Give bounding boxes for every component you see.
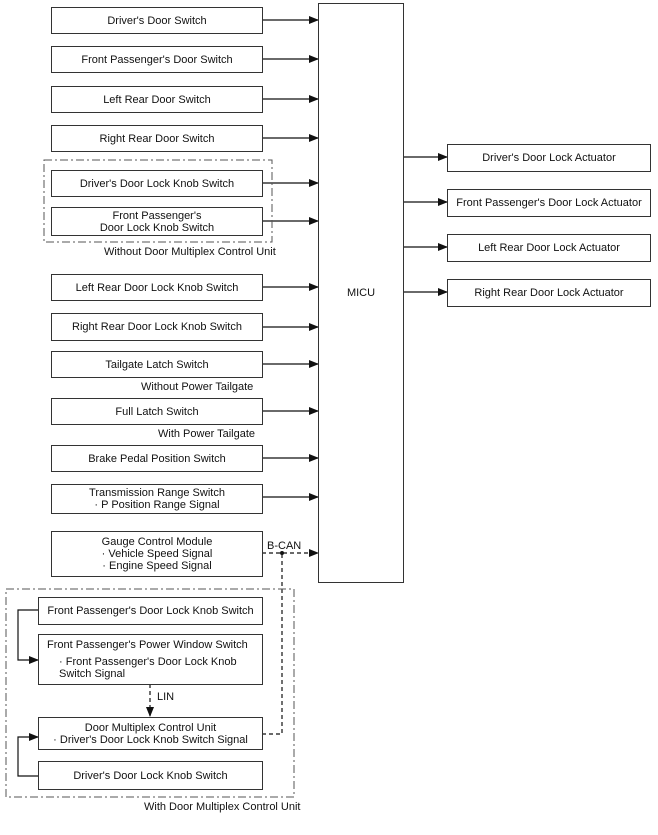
fp-door-lock-knob-switch-label: Front Passenger's Door Lock Knob Switch — [47, 605, 254, 617]
micu-box: MICU — [318, 3, 404, 583]
mx-drivers-door-lock-knob-switch-label: Driver's Door Lock Knob Switch — [73, 769, 228, 782]
group-label-without-power-tailgate: Without Power Tailgate — [141, 381, 254, 393]
front-passengers-door-lock-knob-switch-label-1: Front Passenger's — [112, 209, 202, 222]
fp-power-window-switch-item-1: · Front Passenger's Door Lock Knob — [59, 656, 237, 668]
group-label-with-multiplex: With Door Multiplex Control Unit — [144, 801, 301, 813]
right-rear-door-switch-box: Right Rear Door Switch — [51, 125, 263, 152]
fp-power-window-switch-box: Front Passenger's Power Window Switch · … — [38, 634, 263, 685]
door-multiplex-control-unit-box: Door Multiplex Control Unit · Driver's D… — [38, 717, 263, 750]
gauge-control-module-item-2: · Engine Speed Signal — [102, 560, 212, 572]
transmission-range-switch-item: · P Position Range Signal — [94, 499, 220, 511]
group-label-without-multiplex: Without Door Multiplex Control Unit — [104, 246, 276, 258]
front-passengers-door-lock-actuator-box: Front Passenger's Door Lock Actuator — [447, 189, 651, 217]
bcan-junction — [280, 551, 284, 555]
front-passengers-door-lock-knob-switch-label-2: Door Lock Knob Switch — [99, 221, 215, 234]
right-rear-door-lock-knob-switch-label: Right Rear Door Lock Knob Switch — [72, 321, 242, 333]
left-rear-door-lock-actuator-label: Left Rear Door Lock Actuator — [478, 242, 620, 254]
bcan-link-door-multiplex — [262, 553, 283, 735]
fp-door-lock-knob-switch-box: Front Passenger's Door Lock Knob Switch — [38, 597, 263, 625]
brake-pedal-position-switch-label: Brake Pedal Position Switch — [88, 452, 226, 465]
gauge-control-module-box: Gauge Control Module · Vehicle Speed Sig… — [51, 531, 263, 577]
drivers-door-switch-box: Driver's Door Switch — [51, 7, 263, 34]
brake-pedal-position-switch-box: Brake Pedal Position Switch — [51, 445, 263, 472]
gauge-control-module-title: Gauge Control Module — [101, 536, 213, 548]
door-multiplex-control-unit-title: Door Multiplex Control Unit — [84, 721, 217, 734]
drivers-door-lock-knob-switch-label: Driver's Door Lock Knob Switch — [79, 177, 235, 190]
group-label-with-power-tailgate: With Power Tailgate — [158, 428, 256, 440]
tailgate-latch-switch-box: Tailgate Latch Switch — [51, 351, 263, 378]
tailgate-latch-switch-label: Tailgate Latch Switch — [105, 358, 209, 371]
door-multiplex-control-unit-item: · Driver's Door Lock Knob Switch Signal — [53, 733, 248, 746]
full-latch-switch-box: Full Latch Switch — [51, 398, 263, 425]
micu-label: MICU — [346, 287, 376, 299]
fp-power-window-switch-item-2: Switch Signal — [59, 668, 126, 680]
right-rear-door-lock-actuator-box: Right Rear Door Lock Actuator — [447, 279, 651, 307]
full-latch-switch-label: Full Latch Switch — [115, 405, 199, 418]
transmission-range-switch-box: Transmission Range Switch · P Position R… — [51, 484, 263, 514]
left-rear-door-lock-actuator-box: Left Rear Door Lock Actuator — [447, 234, 651, 262]
mx-drivers-door-lock-knob-switch-box: Driver's Door Lock Knob Switch — [38, 761, 263, 790]
transmission-range-switch-title: Transmission Range Switch — [89, 487, 225, 499]
drivers-door-lock-actuator-label: Driver's Door Lock Actuator — [482, 152, 616, 164]
left-rear-door-switch-box: Left Rear Door Switch — [51, 86, 263, 113]
right-rear-door-lock-actuator-label: Right Rear Door Lock Actuator — [474, 287, 624, 299]
group-outline-without-multiplex — [43, 159, 273, 243]
gauge-control-module-item-1: · Vehicle Speed Signal — [101, 548, 213, 560]
front-passengers-door-lock-knob-switch-box: Front Passenger's Door Lock Knob Switch — [51, 207, 263, 236]
right-rear-door-switch-label: Right Rear Door Switch — [99, 132, 215, 145]
right-rear-door-lock-knob-switch-box: Right Rear Door Lock Knob Switch — [51, 313, 263, 341]
group-outline-with-multiplex — [5, 588, 295, 798]
front-passengers-door-switch-box: Front Passenger's Door Switch — [51, 46, 263, 73]
left-rear-door-switch-label: Left Rear Door Switch — [103, 93, 211, 106]
arrow-fp-knob-to-window-switch — [17, 609, 39, 664]
drivers-door-lock-knob-switch-box: Driver's Door Lock Knob Switch — [51, 170, 263, 197]
lin-label: LIN — [157, 691, 175, 703]
fp-power-window-switch-title: Front Passenger's Power Window Switch — [47, 639, 248, 651]
drivers-door-lock-actuator-box: Driver's Door Lock Actuator — [447, 144, 651, 172]
arrow-drivers-knob-to-multiplex — [17, 733, 39, 777]
left-rear-door-lock-knob-switch-label: Left Rear Door Lock Knob Switch — [75, 281, 239, 294]
front-passengers-door-switch-label: Front Passenger's Door Switch — [81, 53, 233, 66]
left-rear-door-lock-knob-switch-box: Left Rear Door Lock Knob Switch — [51, 274, 263, 301]
front-passengers-door-lock-actuator-label: Front Passenger's Door Lock Actuator — [456, 197, 642, 209]
bcan-label: B-CAN — [267, 540, 302, 552]
drivers-door-switch-label: Driver's Door Switch — [107, 14, 207, 27]
